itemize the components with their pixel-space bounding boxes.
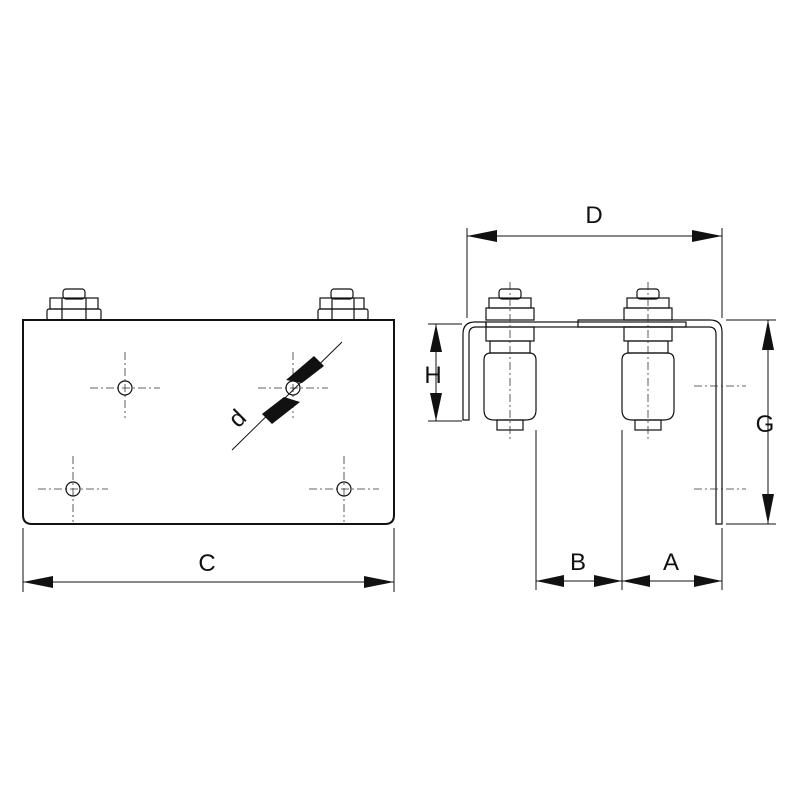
dimension-b-a (535, 430, 723, 590)
mounting-plate (22, 319, 395, 525)
front-view: d C (22, 288, 395, 592)
roller-right (621, 282, 675, 440)
hole-bottom-right (309, 456, 379, 522)
dimension-g (726, 319, 776, 525)
bracket-main (577, 319, 723, 525)
label-c: C (198, 550, 215, 577)
bracket-left-flange (462, 321, 487, 421)
top-bolt-right (317, 288, 369, 321)
label-G: G (756, 411, 775, 438)
dimension-h (428, 323, 462, 422)
bracket-top-plate (485, 321, 687, 328)
label-B: B (570, 549, 586, 576)
label-d: d (223, 404, 252, 433)
label-A: A (663, 549, 679, 576)
label-H: H (424, 362, 441, 389)
dimension-d (231, 341, 343, 451)
side-view: D H G B A (424, 202, 776, 590)
hole-bottom-left (38, 456, 108, 522)
roller-left (483, 282, 537, 440)
hole-top-left (90, 352, 160, 418)
dimension-c (22, 528, 395, 592)
top-bolt-left (46, 288, 102, 321)
dimension-d-overall (466, 228, 723, 318)
label-D: D (585, 202, 602, 229)
